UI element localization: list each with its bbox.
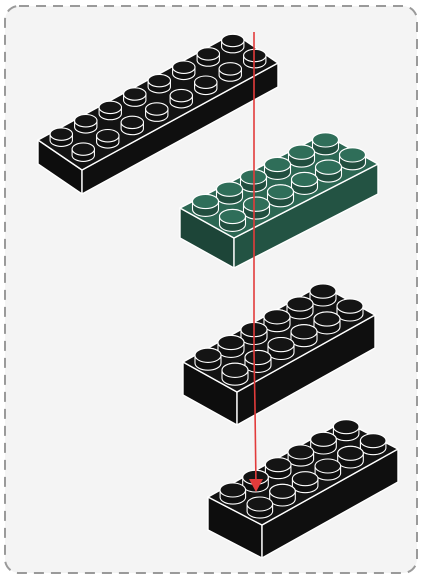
brick-stud	[314, 159, 343, 183]
brick-stud	[191, 193, 220, 217]
brick-stud	[332, 419, 360, 442]
brick-stud	[290, 324, 318, 348]
bricks-layer	[37, 32, 399, 559]
brick-stud	[291, 471, 319, 494]
brick-stud	[172, 60, 196, 81]
brick-stud	[145, 102, 169, 122]
assembly-arrowhead	[249, 479, 263, 492]
brick-stud	[123, 87, 147, 107]
brick-stud	[359, 433, 387, 456]
brick-stud	[215, 181, 244, 205]
brick-stud	[267, 336, 295, 361]
brick-stud	[266, 184, 295, 208]
brick-stud	[221, 33, 245, 54]
brick-stud	[246, 496, 274, 519]
brick-stud	[217, 334, 245, 358]
brick-stud	[74, 113, 98, 134]
lego-brick-4	[207, 419, 399, 559]
lego-brick-2	[179, 132, 379, 269]
brick-stud	[310, 431, 337, 455]
brick-stud	[49, 127, 74, 147]
brick-stud	[336, 298, 364, 322]
brick-stud	[269, 483, 296, 507]
brick-stud	[71, 142, 96, 162]
assembly-guide-line	[253, 32, 257, 488]
brick-stud	[311, 132, 340, 156]
lego-brick-1	[37, 32, 279, 195]
brick-stud	[169, 88, 194, 109]
brick-stud	[287, 144, 316, 168]
brick-stud	[98, 100, 123, 121]
brick-stud	[338, 147, 367, 171]
brick-stud	[218, 62, 243, 82]
brick-stud	[120, 115, 145, 136]
brick-stud	[264, 457, 292, 480]
brick-stud	[242, 196, 271, 220]
assembly-guide-layer	[249, 32, 263, 492]
brick-stud	[219, 482, 247, 505]
lego-brick-3	[182, 283, 376, 426]
brick-stud	[309, 283, 337, 307]
brick-stud	[147, 73, 172, 94]
brick-stud	[263, 309, 291, 333]
brick-stud	[286, 296, 314, 320]
brick-stud	[263, 156, 292, 180]
brick-stud	[313, 311, 341, 335]
brick-stud	[290, 171, 319, 195]
brick-stud	[196, 47, 221, 67]
brick-stud	[96, 128, 120, 149]
brick-stud	[243, 48, 267, 69]
brick-stud	[194, 75, 218, 96]
brick-stud	[221, 362, 249, 386]
brick-stud	[244, 349, 272, 373]
brick-stud	[287, 444, 315, 467]
brick-stud	[218, 208, 247, 232]
brick-stud	[314, 458, 342, 481]
brick-stud	[337, 445, 364, 469]
brick-stud	[194, 347, 222, 371]
